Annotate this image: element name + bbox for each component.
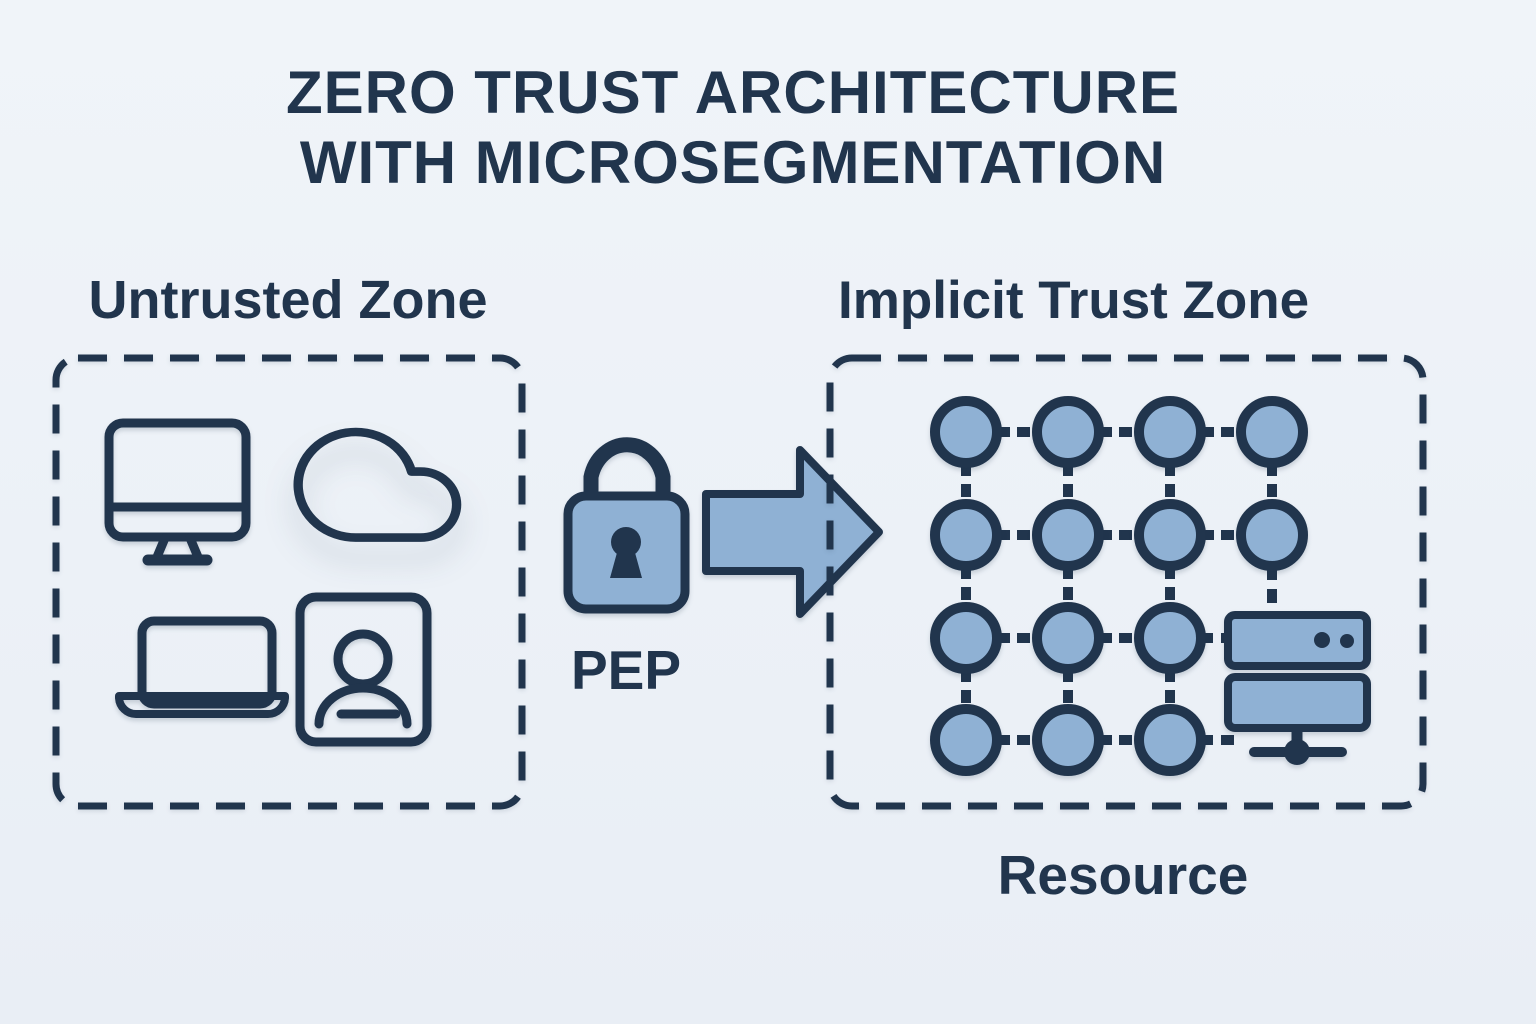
server-network-node <box>1284 739 1310 765</box>
implicit-trust-zone-label: Implicit Trust Zone <box>838 271 1309 330</box>
padlock-icon <box>563 437 690 614</box>
untrusted-zone-border <box>52 354 526 810</box>
segment-node <box>1236 396 1308 468</box>
badge-frame <box>295 592 432 747</box>
id-badge-icon <box>295 592 432 747</box>
segment-node <box>1134 602 1206 674</box>
laptop-icon <box>115 616 289 719</box>
segment-node <box>1032 396 1104 468</box>
resource-label: Resource <box>998 844 1249 906</box>
pep-block: PEP <box>563 437 690 701</box>
server-icon <box>1224 611 1371 765</box>
monitor-stand <box>152 533 203 562</box>
title-line-1: ZERO TRUST ARCHITECTURE <box>286 59 1180 126</box>
badge-shoulders <box>314 683 412 729</box>
server-unit-bottom <box>1224 673 1371 732</box>
segment-node <box>1134 704 1206 776</box>
segment-node <box>1032 704 1104 776</box>
segment-node <box>930 602 1002 674</box>
segment-node <box>1032 499 1104 571</box>
segment-node <box>1236 499 1308 571</box>
desktop-monitor-icon <box>104 418 251 566</box>
badge-head <box>333 629 393 689</box>
server-unit-top <box>1224 611 1371 670</box>
segment-node <box>930 396 1002 468</box>
server-led <box>1314 632 1330 648</box>
page-title: ZERO TRUST ARCHITECTURE WITH MICROSEGMEN… <box>286 59 1180 196</box>
segment-node <box>930 704 1002 776</box>
flow-arrow-icon <box>702 446 883 618</box>
cloud-icon <box>293 427 462 542</box>
laptop-screen <box>137 616 277 709</box>
segment-nodes <box>930 396 1308 776</box>
monitor-screen <box>104 418 251 542</box>
segment-node <box>1032 602 1104 674</box>
segment-connectors <box>961 427 1277 745</box>
laptop-base <box>115 692 289 719</box>
untrusted-zone-label: Untrusted Zone <box>89 270 488 330</box>
segment-node <box>1134 396 1206 468</box>
implicit-trust-zone: Implicit Trust Zone <box>826 271 1427 906</box>
untrusted-zone: Untrusted Zone <box>52 270 526 810</box>
title-line-2: WITH MICROSEGMENTATION <box>300 129 1166 196</box>
pep-label: PEP <box>571 639 681 701</box>
keyhole-tail <box>610 549 642 578</box>
segment-node <box>1134 499 1206 571</box>
segment-node <box>930 499 1002 571</box>
server-led <box>1340 634 1354 648</box>
padlock-shackle <box>583 437 671 499</box>
implicit-trust-zone-border <box>826 354 1427 810</box>
